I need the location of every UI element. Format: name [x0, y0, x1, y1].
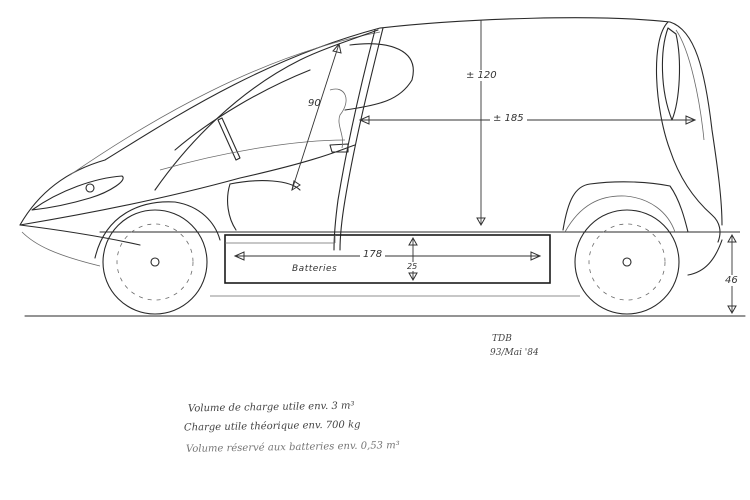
signature-date: 93/Mai '84	[490, 348, 539, 358]
roof-line	[19, 17, 723, 226]
side-mirror	[217, 117, 241, 161]
batteries-label: Batteries	[292, 264, 338, 274]
rear-wheel	[574, 209, 680, 315]
hood-line	[19, 224, 141, 246]
b-pillar	[339, 27, 384, 251]
door-handle	[329, 143, 349, 153]
windshield-inner	[174, 69, 311, 151]
roof-inner-line	[69, 31, 381, 176]
interior-height-label: ± 120	[466, 70, 497, 81]
side-window	[344, 43, 414, 111]
beltline	[19, 144, 356, 226]
cargo-length-label: ± 185	[490, 113, 527, 124]
battery-box	[224, 234, 551, 284]
seat	[227, 180, 301, 231]
front-wheel-arch	[94, 201, 221, 259]
battery-height-label: 25	[407, 262, 418, 271]
signature-initials: TDB	[492, 334, 512, 344]
seat-diagonal-dimension	[291, 43, 340, 191]
seat-diagonal-label: 90	[308, 98, 321, 109]
taillight	[661, 27, 681, 121]
a-pillar	[154, 29, 379, 191]
rear-edge	[655, 21, 721, 243]
front-hub	[150, 257, 160, 267]
headlight	[31, 175, 124, 211]
battery-length-label: 178	[360, 249, 386, 260]
rear-hub	[622, 257, 632, 267]
ground-clearance-label: 46	[725, 275, 738, 286]
front-wheel	[102, 209, 208, 315]
headlight-lamp	[85, 183, 95, 193]
rear-wheel-arch	[562, 181, 689, 233]
